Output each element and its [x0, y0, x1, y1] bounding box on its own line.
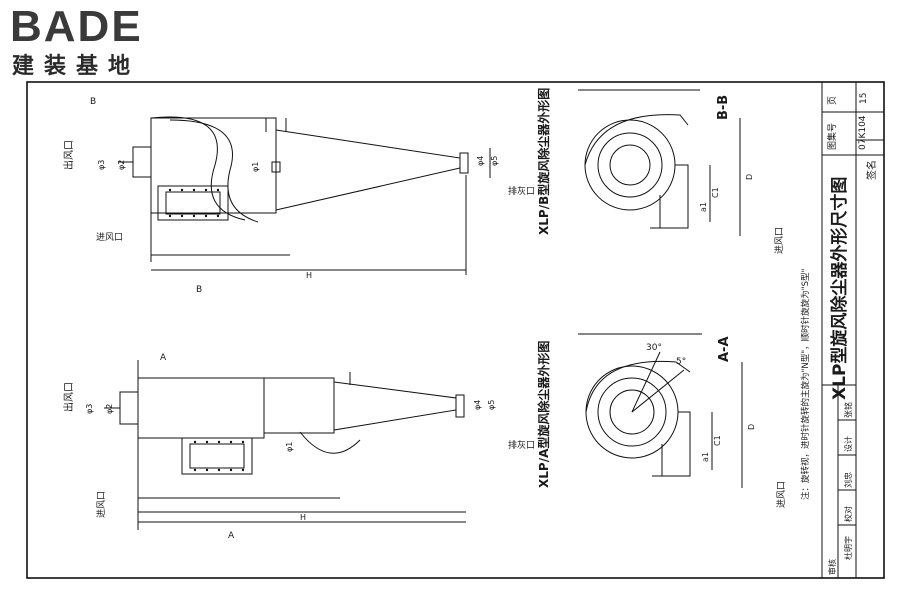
role-check-value: 刘忠 — [843, 472, 853, 488]
b-section-mark-bottom: B — [196, 285, 202, 295]
b-type-elevation — [118, 116, 491, 275]
a-phi4: φ4 — [473, 400, 482, 410]
page-label: 页 — [827, 96, 838, 105]
drawing-no-label: 图集号 — [826, 123, 838, 150]
role-design-value: 张铭 — [843, 402, 853, 418]
section-bb-label: B-B — [716, 95, 731, 120]
aa-d: D — [747, 424, 756, 430]
a-type-title: XLP/A型旋风除尘器外形图 — [536, 341, 551, 488]
a-section-mark-bottom: A — [228, 531, 235, 541]
role-review: 审核 — [827, 559, 837, 575]
aa-angle-5: 5° — [676, 357, 686, 367]
a-phi2: φ2 — [105, 404, 114, 414]
bade-logo: BADE 建装基地 — [10, 4, 180, 84]
sheet-frame — [26, 81, 885, 579]
bb-c1: C1 — [711, 187, 720, 198]
page-no: 15 — [859, 93, 869, 104]
logo-brand: BADE — [10, 2, 143, 51]
b-inlet-label: 进风口 — [96, 232, 123, 243]
a-section-mark-top: A — [160, 353, 167, 363]
drawing-note: 注：旋转视，进时针旋转的主旋为"N型"，顺时针旋旋为"S型" — [800, 269, 811, 500]
role-check: 校对 — [843, 506, 853, 522]
drawing-title: XLP型旋风除尘器外形尺寸图 — [829, 177, 850, 400]
b-h-dim: H — [306, 271, 312, 280]
role-review-value: 杜明宇 — [843, 536, 853, 560]
b-ash-label: 排灰口 — [508, 185, 535, 197]
aa-a1: a1 — [701, 452, 710, 462]
title-block — [821, 82, 884, 578]
a-phi3: φ3 — [85, 404, 94, 414]
a-type-elevation — [104, 360, 466, 530]
b-phi5: φ5 — [490, 156, 499, 166]
bb-inlet: 进风口 — [774, 227, 785, 254]
b-phi4: φ4 — [476, 156, 485, 166]
b-phi3: φ3 — [97, 160, 106, 170]
b-type-holes — [168, 188, 220, 218]
drawing-no: 07K104 — [858, 115, 868, 150]
section-aa-label: A-A — [717, 336, 732, 362]
b-phi1: φ1 — [251, 162, 260, 172]
bb-a1: a1 — [699, 202, 708, 212]
signature-label: 签名 — [865, 160, 878, 180]
b-phi2: φ2 — [117, 160, 126, 170]
b-section-mark-top: B — [90, 97, 96, 107]
bb-section — [578, 89, 741, 236]
a-h-dim: H — [300, 513, 306, 522]
aa-inlet: 进风口 — [776, 481, 787, 508]
logo-subtitle: 建装基地 — [12, 54, 141, 79]
a-phi1: φ1 — [285, 442, 294, 452]
a-type-holes — [193, 440, 245, 472]
role-design: 设计 — [843, 436, 853, 452]
b-type-title: XLP/B型旋风除尘器外形图 — [536, 88, 551, 235]
aa-section — [578, 333, 743, 488]
b-outlet-label: 出风口 — [62, 140, 75, 170]
a-inlet-label: 进风口 — [96, 491, 107, 518]
a-ash-label: 排灰口 — [508, 439, 535, 451]
a-phi5: φ5 — [487, 400, 496, 410]
aa-c1: C1 — [713, 435, 722, 446]
aa-angle-30: 30° — [646, 343, 662, 353]
a-outlet-label: 出风口 — [62, 382, 75, 412]
bb-d: D — [745, 174, 754, 180]
